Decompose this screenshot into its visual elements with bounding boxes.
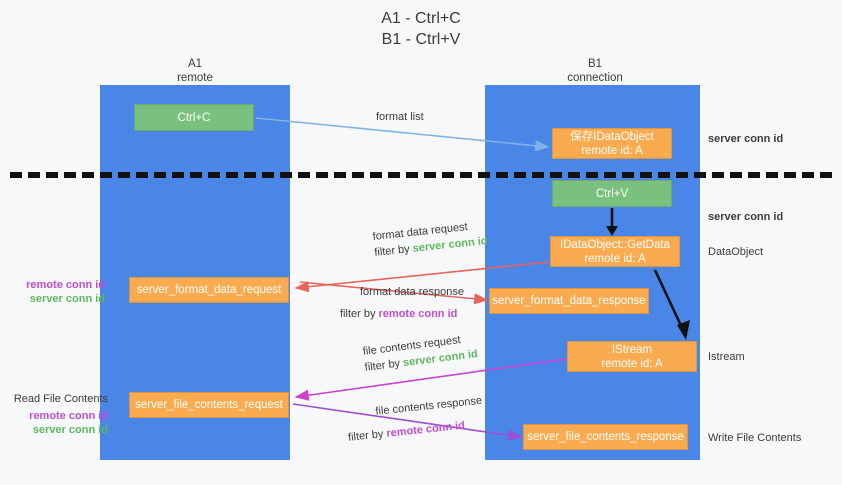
filter-prefix: filter by: [373, 242, 414, 259]
edge-label-file-contents-request: file contents request filter by server c…: [362, 331, 479, 376]
node-server-format-data-response-label: server_format_data_response: [492, 295, 646, 307]
annotation-server-conn-id: server conn id: [29, 293, 105, 305]
lane-b1-role: connection: [567, 72, 623, 84]
node-server-format-data-request[interactable]: server_format_data_request: [129, 277, 289, 303]
annotation-remote-conn-id: remote conn id: [29, 410, 108, 422]
annotation-write-file-contents: Write File Contents: [708, 432, 802, 444]
lane-b1-name: B1: [587, 58, 603, 70]
lane-header-b1: B1 connection: [540, 57, 650, 85]
lane-a1-role: remote: [177, 72, 213, 84]
node-ctrl-c-label: Ctrl+C: [177, 111, 211, 124]
edge-label-format-list-text: format list: [376, 111, 424, 123]
annotation-dataobject: DataObject: [708, 246, 764, 258]
page-title: A1 - Ctrl+C B1 - Ctrl+V: [0, 8, 842, 50]
edge-label-format-data-response: format data response filter by remote co…: [335, 285, 464, 322]
annotation-server-conn-id-mid: server conn id: [708, 211, 784, 223]
node-idataobject[interactable]: 保存IDataObject remote id: A: [552, 128, 672, 159]
node-idataobject-subtitle: remote id: A: [581, 144, 643, 157]
node-ctrl-v-label: Ctrl+V: [595, 187, 629, 200]
node-server-file-contents-request-label: server_file_contents_request: [135, 399, 283, 411]
filter-value-remote-conn-id: remote conn id: [378, 308, 458, 320]
title-line-1: A1 - Ctrl+C: [381, 10, 461, 27]
phase-divider: [10, 172, 832, 178]
annotation-remote-conn-id: remote conn id: [26, 279, 105, 291]
node-server-format-data-response[interactable]: server_format_data_response: [489, 288, 649, 314]
annotation-conn-ids-format: remote conn id server conn id: [10, 278, 105, 306]
annotation-read-file-contents-group: Read File Contents remote conn id server…: [10, 392, 108, 437]
filter-value-remote-conn-id: remote conn id: [385, 419, 466, 440]
node-istream-title: IStream: [611, 343, 653, 356]
edge-label-format-data-response-line1: format data response: [360, 286, 464, 298]
lane-header-a1: A1 remote: [140, 57, 250, 85]
node-server-file-contents-request[interactable]: server_file_contents_request: [129, 392, 289, 418]
node-server-file-contents-response[interactable]: server_file_contents_response: [523, 424, 688, 450]
annotation-istream: Istream: [708, 351, 745, 363]
node-getdata-subtitle: remote id: A: [584, 252, 646, 265]
node-idataobject-title: 保存IDataObject: [570, 130, 654, 143]
filter-prefix: filter by: [364, 357, 404, 374]
filter-prefix: filter by: [340, 308, 379, 320]
edge-label-file-contents-response: file contents response filter by remote …: [345, 394, 485, 446]
node-ctrl-c[interactable]: Ctrl+C: [134, 104, 254, 131]
node-istream-subtitle: remote id: A: [601, 357, 663, 370]
annotation-server-conn-id: server conn id: [32, 424, 108, 436]
node-server-format-data-request-label: server_format_data_request: [136, 284, 282, 296]
edge-label-file-contents-response-filter: filter by remote conn id: [347, 417, 485, 446]
edge-label-format-data-request: format data request filter by server con…: [372, 218, 488, 261]
annotation-read-file-contents: Read File Contents: [13, 393, 108, 405]
node-server-file-contents-response-label: server_file_contents_response: [527, 431, 684, 443]
node-getdata[interactable]: IDataObject::GetData remote id: A: [550, 236, 680, 267]
edge-label-format-list: format list: [376, 110, 424, 125]
filter-prefix: filter by: [347, 427, 388, 444]
node-ctrl-v[interactable]: Ctrl+V: [552, 180, 672, 207]
lane-a1-name: A1: [187, 58, 203, 70]
node-istream[interactable]: IStream remote id: A: [567, 341, 697, 372]
annotation-server-conn-id-top: server conn id: [708, 133, 784, 145]
node-getdata-title: IDataObject::GetData: [560, 238, 670, 251]
title-line-2: B1 - Ctrl+V: [381, 31, 461, 48]
edge-label-format-data-response-filter: filter by remote conn id: [335, 307, 464, 322]
